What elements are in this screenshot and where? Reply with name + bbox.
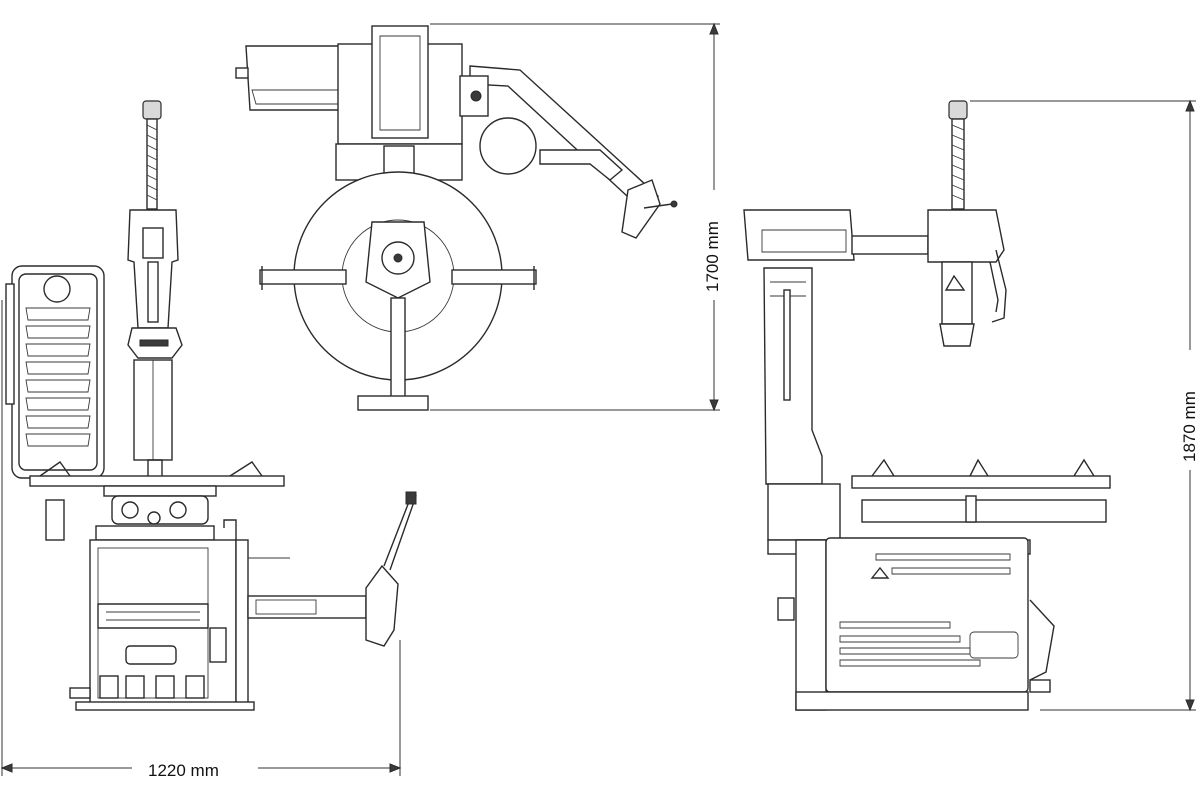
top-turntable [259,171,537,411]
height-dimension: 1870 mm [970,99,1199,712]
front-side-panel [5,265,105,479]
depth-dimension: 1700 mm [430,22,722,412]
side-view: 1870 mm [743,99,1199,712]
front-helper-column [127,100,183,461]
side-column [763,267,823,485]
top-view: 1700 mm [235,22,722,412]
side-helper-column [948,100,968,210]
front-bead-breaker-arm [247,491,417,647]
top-bead-breaker-arm [459,65,678,239]
front-turntable [29,459,285,541]
side-cabinet [767,483,1055,711]
width-dimension: 1220 mm [0,300,402,780]
top-side-panel [235,45,347,111]
front-cabinet [69,519,255,711]
front-view [5,100,417,711]
side-turntable [851,458,1111,523]
depth-dimension-label: 1700 mm [703,221,722,292]
side-horizontal-arm [743,209,1007,347]
width-dimension-label: 1220 mm [148,761,219,780]
height-dimension-label: 1870 mm [1180,391,1199,462]
